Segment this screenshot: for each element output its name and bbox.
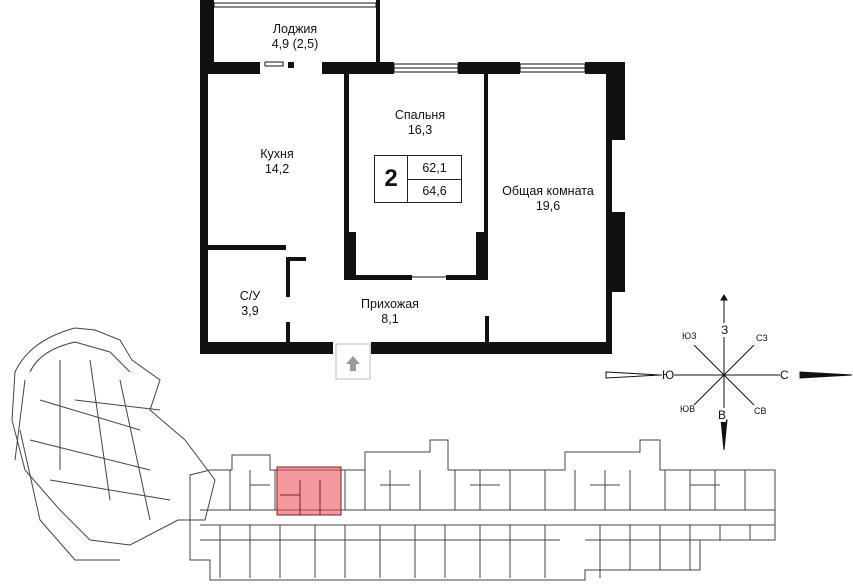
apartment-info-badge: 2 62,1 64,6 — [374, 155, 462, 203]
room-name: С/У — [239, 289, 261, 303]
room-label-loggia: Лоджия 4,9 (2,5) — [255, 22, 335, 52]
compass-se-label: СВ — [754, 406, 767, 416]
room-label-bathroom: С/У 3,9 — [225, 289, 275, 319]
room-area: 3,9 — [241, 304, 259, 318]
room-count: 2 — [375, 156, 408, 202]
living-area: 62,1 — [408, 156, 461, 180]
compass-ne-label: СЗ — [756, 333, 768, 343]
compass-east-label: С — [780, 368, 789, 382]
room-label-bedroom: Спальня 16,3 — [380, 108, 460, 138]
total-area: 64,6 — [422, 184, 447, 198]
room-name: Общая комната — [502, 184, 594, 198]
room-area: 8,1 — [381, 312, 399, 326]
entrance-arrow-icon — [335, 343, 371, 380]
windows — [213, 2, 586, 278]
room-name: Лоджия — [272, 22, 318, 36]
room-name: Спальня — [394, 108, 446, 122]
room-label-living: Общая комната 19,6 — [490, 184, 606, 214]
compass-nw-label: ЮЗ — [682, 331, 697, 341]
room-area: 16,3 — [407, 123, 433, 137]
room-area: 14,2 — [264, 162, 290, 176]
highlighted-apartment — [276, 466, 342, 516]
room-area: 19,6 — [535, 199, 561, 213]
compass-icon — [605, 294, 853, 451]
building-minimap — [11, 327, 776, 581]
room-name: Кухня — [260, 147, 294, 161]
apartment-walls — [200, 0, 625, 354]
room-label-kitchen: Кухня 14,2 — [237, 147, 317, 177]
compass-west-label: Ю — [662, 368, 675, 382]
room-area: 4,9 (2,5) — [271, 37, 319, 51]
compass-north-label: З — [721, 323, 729, 337]
compass-sw-label: ЮВ — [680, 404, 696, 414]
compass-south-label: В — [718, 408, 727, 422]
room-label-hallway: Прихожая 8,1 — [350, 297, 430, 327]
room-name: Прихожая — [361, 297, 419, 311]
